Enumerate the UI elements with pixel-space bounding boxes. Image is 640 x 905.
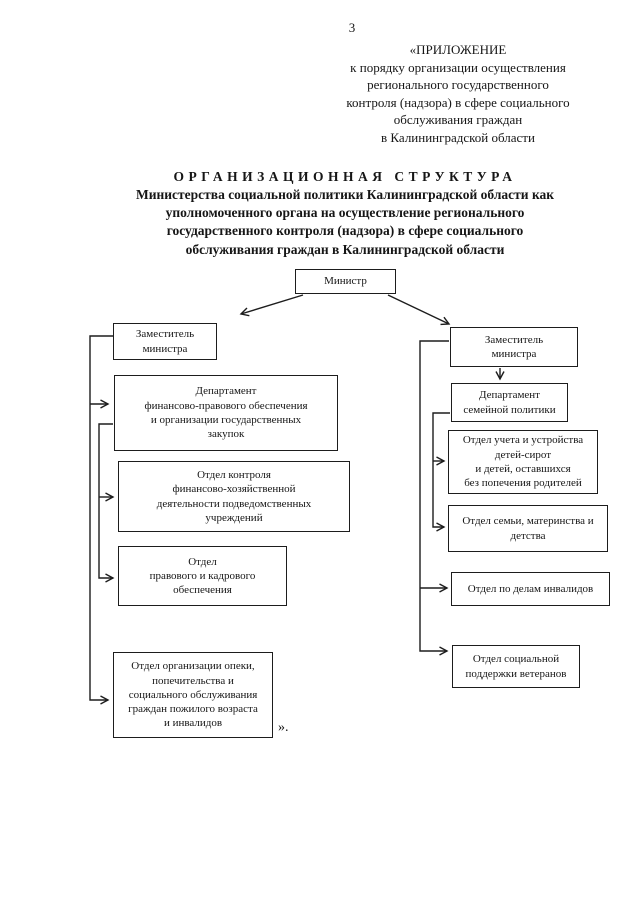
connector-minister-to-deputy-left — [239, 294, 304, 317]
appendix-note: «ПРИЛОЖЕНИЕ к порядку организации осущес… — [346, 42, 570, 145]
document-title-block: ОРГАНИЗАЦИОННАЯ СТРУКТУРА Министерства с… — [45, 169, 640, 259]
connector-dept-family-to-otdel-semyi — [432, 412, 450, 532]
org-box-dept-finance-legal: Департамент финансово-правового обеспече… — [114, 375, 338, 451]
title-heading: ОРГАНИЗАЦИОННАЯ СТРУКТУРА — [173, 169, 517, 184]
connector-dept-finance-to-otdel-legal — [98, 423, 115, 583]
org-box-otdel-semyi: Отдел семьи, материнства и детства — [448, 505, 608, 552]
org-box-otdel-control: Отдел контроля финансово-хозяйственной д… — [118, 461, 350, 532]
connector-deputy-right-to-otdel-veteranov — [419, 340, 449, 656]
org-box-otdel-legal-hr: Отдел правового и кадрового обеспечения — [118, 546, 287, 606]
org-box-dept-family: Департамент семейной политики — [451, 383, 568, 422]
org-box-deputy-minister-right: Заместитель министра — [450, 327, 578, 367]
org-box-otdel-veteranov: Отдел социальной поддержки ветеранов — [452, 645, 580, 688]
org-box-deputy-minister-left: Заместитель министра — [113, 323, 217, 360]
page-number: 3 — [348, 20, 356, 35]
org-box-otdel-opeka: Отдел организации опеки, попечительства … — [113, 652, 273, 738]
closing-quote-mark: ». — [278, 720, 289, 735]
org-box-minister: Министр — [295, 269, 396, 294]
org-box-otdel-ucheta: Отдел учета и устройства детей-сирот и д… — [448, 430, 598, 494]
title-subheading: Министерства социальной политики Калинин… — [135, 187, 555, 257]
connector-minister-to-deputy-right — [387, 294, 451, 326]
org-box-otdel-invalidov: Отдел по делам инвалидов — [451, 572, 610, 606]
connector-deputy-left-to-otdel-opeka — [89, 335, 113, 705]
